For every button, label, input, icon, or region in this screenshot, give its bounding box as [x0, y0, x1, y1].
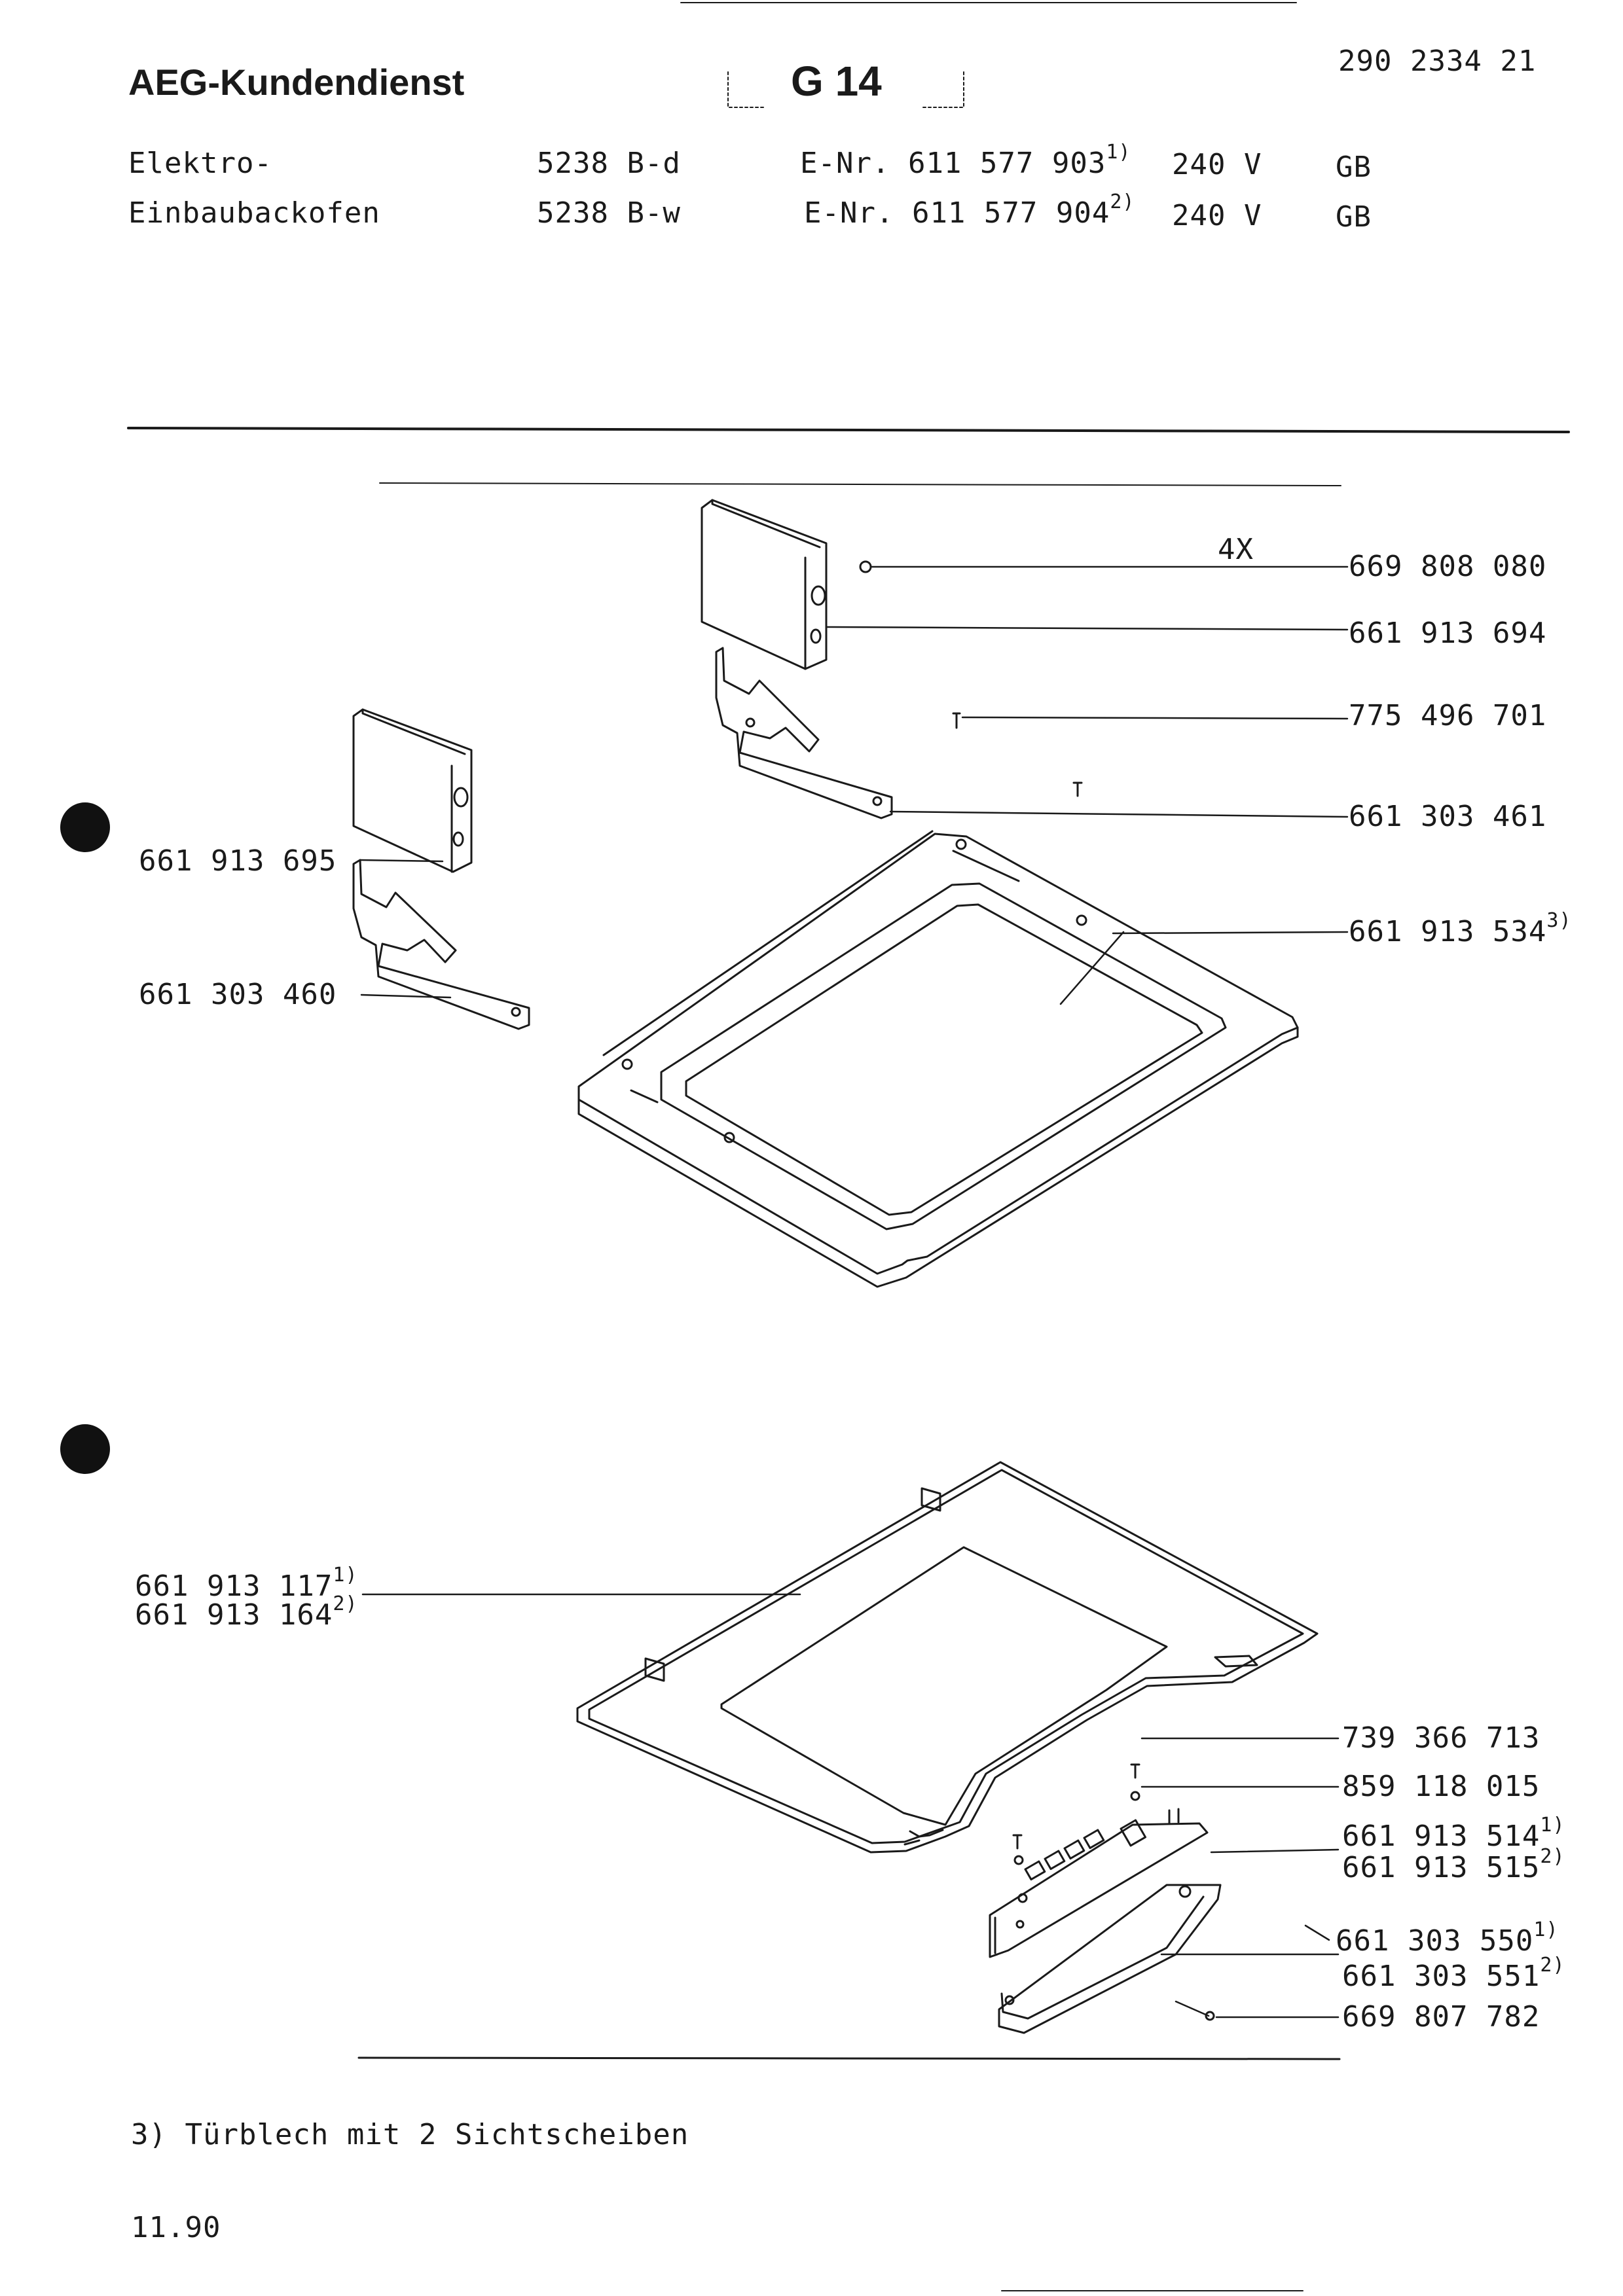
enr-2: E-Nr. 611 577 9042) — [804, 190, 1135, 230]
part-661913514: 661 913 5141) — [1342, 1814, 1565, 1853]
part-661303550: 661 303 5501) — [1336, 1918, 1559, 1958]
part-669807782: 669 807 782 — [1342, 2000, 1541, 2034]
part-859118015: 859 118 015 — [1342, 1770, 1541, 1803]
outer-door-glass — [576, 1461, 1319, 1854]
footnote: 3) Türblech mit 2 Sichtscheiben — [131, 2118, 689, 2151]
country-1: GB — [1336, 151, 1372, 184]
part-661303460: 661 303 460 — [139, 978, 337, 1011]
part-661913117: 661 913 1171) — [135, 1564, 358, 1603]
brand-title: AEG-Kundendienst — [128, 62, 465, 103]
section-bullet-1 — [60, 802, 110, 852]
hinge-plate-left — [352, 708, 473, 873]
diagram-bottom-rule — [357, 2056, 1341, 2060]
door-handle — [998, 1884, 1222, 2034]
hinge-lever-right — [715, 647, 893, 819]
voltage-2: 240 V — [1172, 199, 1262, 232]
screw-669808080 — [859, 560, 872, 573]
issue-date: 11.90 — [131, 2211, 221, 2244]
model-2: 5238 B-w — [537, 196, 681, 230]
document-number: 290 2334 21 — [1338, 45, 1537, 78]
part-661913164: 661 913 1642) — [135, 1592, 358, 1632]
part-669808080: 669 808 080 — [1349, 550, 1547, 583]
part-661913515: 661 913 5152) — [1342, 1845, 1565, 1884]
diagram-top-rule — [379, 482, 1341, 486]
appliance-type-line1: Elektro- — [128, 147, 272, 180]
part-661303551: 661 303 5512) — [1342, 1954, 1565, 1993]
section-bullet-2 — [60, 1424, 110, 1474]
inner-door-panel — [577, 830, 1299, 1288]
part-661303461: 661 303 461 — [1349, 800, 1547, 833]
washer-859118015 — [1130, 1791, 1140, 1801]
part-739366713: 739 366 713 — [1342, 1721, 1541, 1755]
control-strip — [989, 1808, 1209, 1958]
screw-669807782 — [1205, 2011, 1215, 2021]
header-separator — [127, 427, 1570, 433]
group-code: G 14 — [791, 58, 882, 105]
bracket-right — [922, 71, 964, 108]
bracket-left — [727, 71, 767, 108]
screw-775496701 — [952, 712, 961, 729]
voltage-1: 240 V — [1172, 148, 1262, 181]
screw-739366713-lower — [1012, 1834, 1023, 1850]
hinge-lever-left — [352, 859, 530, 1030]
screw-small — [1072, 781, 1083, 797]
part-661913694: 661 913 694 — [1349, 617, 1547, 650]
model-1: 5238 B-d — [537, 147, 681, 180]
part-661913695: 661 913 695 — [139, 844, 337, 878]
quantity-label: 4X — [1218, 533, 1254, 566]
part-661913534: 661 913 5343) — [1349, 909, 1572, 948]
appliance-type-line2: Einbaubackofen — [128, 196, 380, 230]
hinge-plate-right — [701, 499, 828, 670]
screw-739366713 — [1130, 1763, 1140, 1779]
country-2: GB — [1336, 200, 1372, 234]
part-775496701: 775 496 701 — [1349, 699, 1547, 732]
enr-1: E-Nr. 611 577 9031) — [800, 141, 1131, 180]
